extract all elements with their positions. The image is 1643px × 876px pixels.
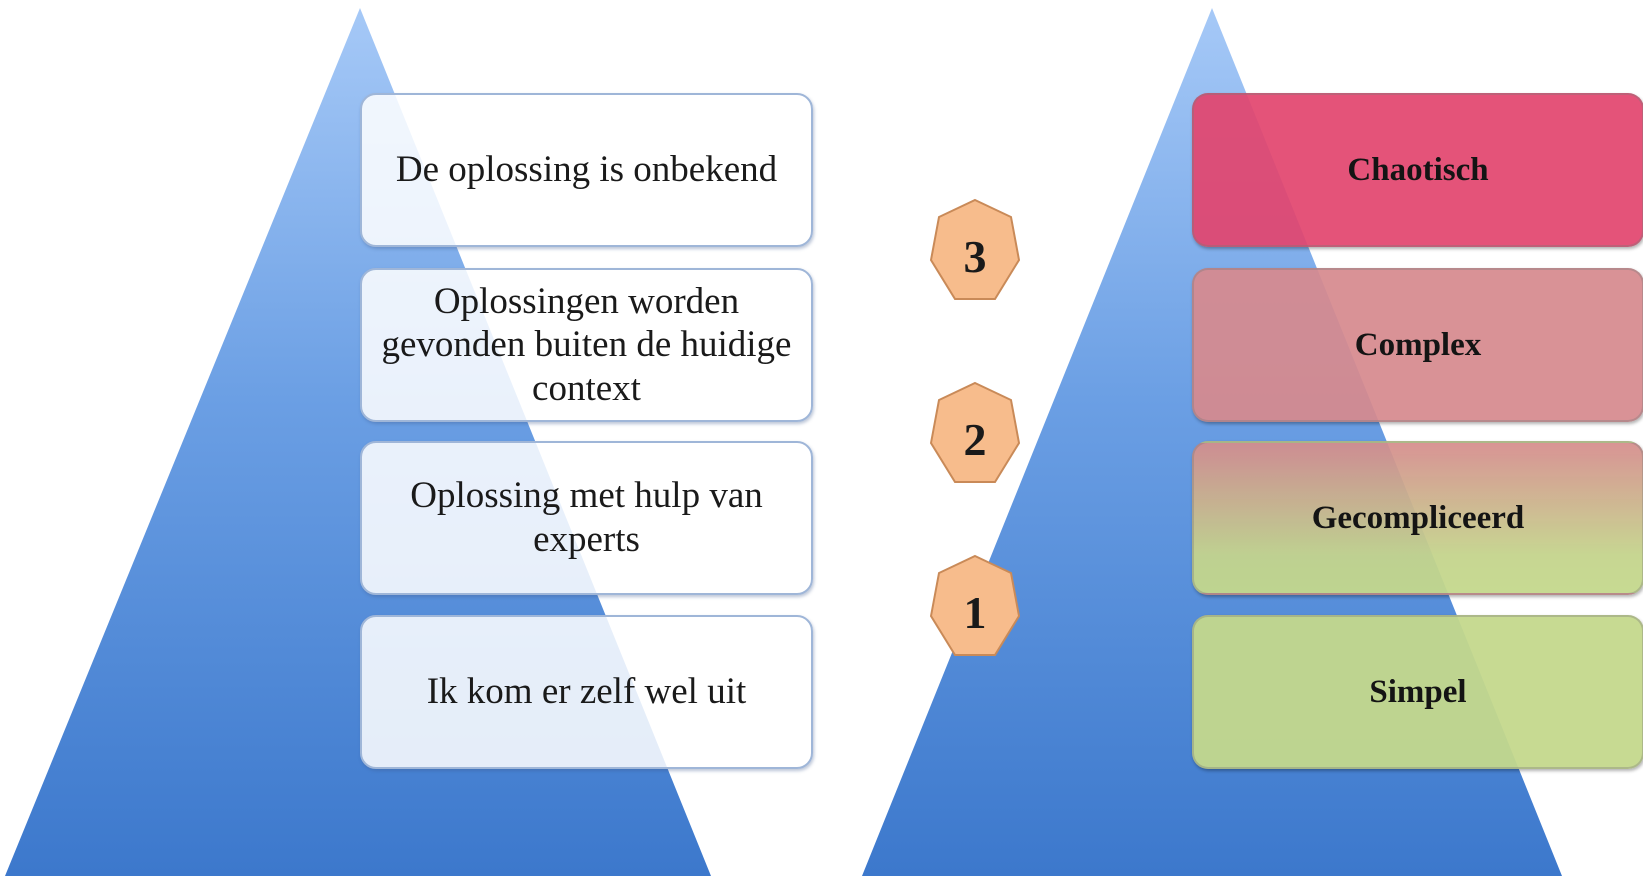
right-level-label: Gecompliceerd <box>1311 499 1525 536</box>
left-level-label: De oplossing is onbekend <box>395 149 778 191</box>
left-level-label: Ik kom er zelf wel uit <box>426 671 747 713</box>
badge-1: 1 <box>929 554 1021 670</box>
left-level-top: De oplossing is onbekend <box>360 93 813 247</box>
left-level-upper-middle: Oplossingen worden gevonden buiten de hu… <box>360 268 813 422</box>
heptagon-badge-shape <box>929 554 1021 656</box>
heptagon-badge-shape <box>929 381 1021 483</box>
badge-3: 3 <box>929 198 1021 314</box>
badge-number: 3 <box>963 230 987 282</box>
right-level-label: Simpel <box>1369 673 1467 710</box>
right-level-label: Complex <box>1354 326 1482 363</box>
right-level-chaotisch: Chaotisch <box>1192 93 1643 247</box>
right-level-gecompliceerd: Gecompliceerd <box>1192 441 1643 595</box>
badge-number: 2 <box>963 413 987 465</box>
right-level-label: Chaotisch <box>1347 151 1489 188</box>
left-level-bottom: Ik kom er zelf wel uit <box>360 615 813 769</box>
left-level-label: Oplossing met hulp van experts <box>410 475 763 560</box>
heptagon-badge-shape <box>929 198 1021 300</box>
right-level-simpel: Simpel <box>1192 615 1643 769</box>
left-level-label: Oplossingen worden gevonden buiten de hu… <box>381 280 792 409</box>
right-level-complex: Complex <box>1192 268 1643 422</box>
badge-2: 2 <box>929 381 1021 497</box>
left-level-lower-middle: Oplossing met hulp van experts <box>360 441 813 595</box>
badge-number: 1 <box>963 586 987 638</box>
